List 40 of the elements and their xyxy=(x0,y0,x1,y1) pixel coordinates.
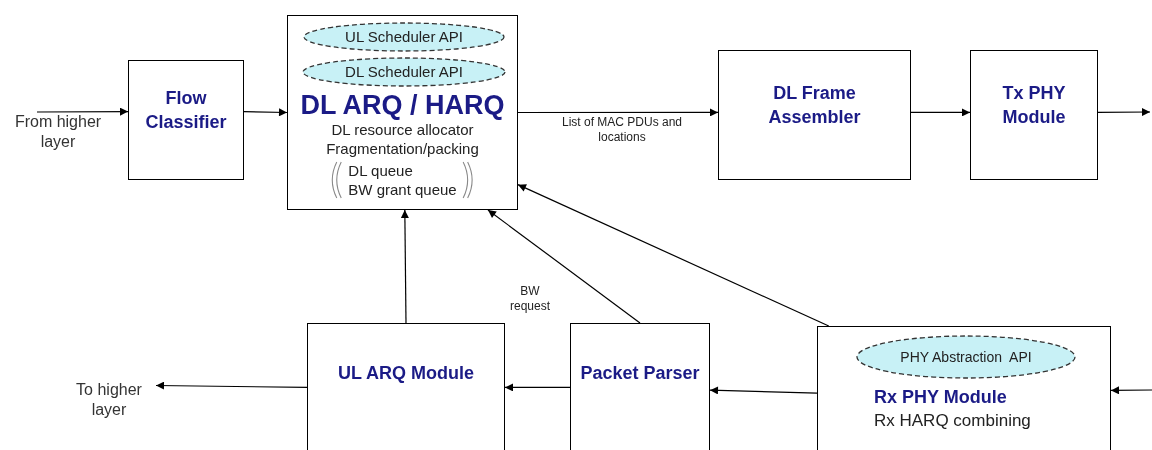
arrow xyxy=(517,108,719,117)
block-title: DL Frame Assembler xyxy=(767,82,862,129)
module-box xyxy=(307,323,505,450)
block-title: DL ARQ / HARQ xyxy=(300,90,505,120)
scheduler-box xyxy=(287,15,518,210)
arrow xyxy=(504,383,571,392)
api-label: DL Scheduler API xyxy=(345,61,463,82)
api-label: PHY Abstraction API xyxy=(900,347,1032,367)
module-box xyxy=(570,323,710,450)
arrow xyxy=(155,381,308,390)
arrow xyxy=(910,108,971,117)
module-box xyxy=(817,326,1111,450)
arrow xyxy=(1097,108,1151,117)
dashed-ellipse xyxy=(856,335,1076,379)
arrow xyxy=(517,184,830,327)
edge-label: BW request xyxy=(508,284,552,314)
arrow xyxy=(487,209,641,324)
arrow xyxy=(709,386,818,395)
dashed-ellipse xyxy=(302,57,506,87)
module-box xyxy=(718,50,911,180)
block-title: Flow Classifier xyxy=(144,87,228,134)
arrow xyxy=(243,108,288,117)
queue-label: BW grant queue xyxy=(348,180,457,199)
block-title: UL ARQ Module xyxy=(337,362,475,385)
function-label: Fragmentation/packing xyxy=(326,139,479,158)
port-label: From higher layer xyxy=(8,112,108,166)
block-title: Tx PHY Module xyxy=(1001,82,1067,129)
block-title: Packet Parser xyxy=(579,362,701,385)
arrow xyxy=(1110,386,1152,395)
arrow xyxy=(36,107,129,116)
dashed-ellipse xyxy=(303,22,505,52)
block-title: Rx PHY Module xyxy=(874,386,1008,409)
module-box xyxy=(128,60,244,180)
function-label: Rx HARQ combining xyxy=(874,410,1031,432)
arrow xyxy=(400,209,409,324)
port-label: To higher layer xyxy=(62,380,156,426)
module-box xyxy=(970,50,1098,180)
function-label: DL resource allocator xyxy=(331,120,474,139)
queue-label: DL queue xyxy=(348,161,414,180)
api-label: UL Scheduler API xyxy=(345,26,463,47)
